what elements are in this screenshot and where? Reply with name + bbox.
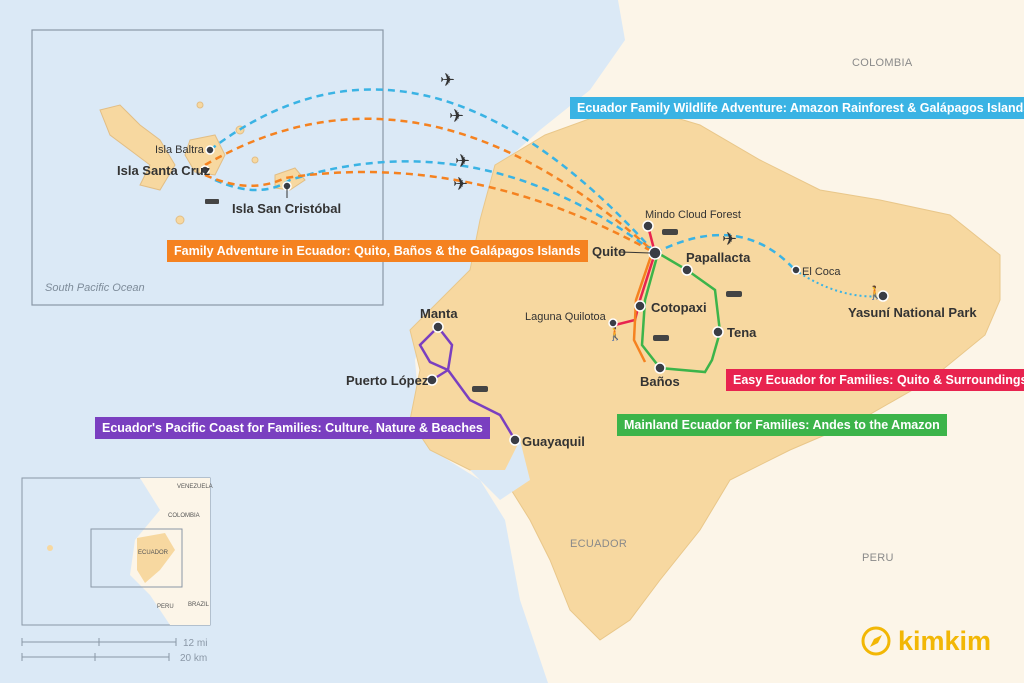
route-banner-easy-ecuador[interactable]: Easy Ecuador for Families: Quito & Surro…: [726, 369, 1024, 391]
car-icon: [653, 335, 669, 341]
scale-bar: 12 mi 20 km: [21, 638, 207, 664]
label-guayaquil: Guayaquil: [522, 434, 585, 449]
route-blue-amazon: [654, 233, 796, 271]
label-laguna-quilotoa: Laguna Quilotoa: [525, 311, 607, 323]
route-orange: [632, 252, 654, 363]
place-markers: [200, 145, 889, 446]
car-icon: [662, 229, 678, 235]
route-banner-mainland[interactable]: Mainland Ecuador for Families: Andes to …: [617, 414, 947, 436]
svg-text:ECUADOR: ECUADOR: [138, 550, 169, 556]
label-banos: Baños: [640, 374, 680, 389]
compass-icon: [861, 626, 891, 656]
label-tena: Tena: [727, 325, 757, 340]
label-isla-santa-cruz: Isla Santa Cruz: [117, 163, 211, 178]
svg-text:VENEZUELA: VENEZUELA: [177, 484, 213, 490]
svg-text:12 mi: 12 mi: [183, 638, 207, 649]
svg-text:PERU: PERU: [157, 604, 174, 610]
route-orange-flight-2: [204, 170, 656, 255]
route-blue-river: [794, 269, 884, 298]
route-banner-family-adventure[interactable]: Family Adventure in Ecuador: Quito, Baño…: [167, 240, 588, 262]
route-red: [614, 225, 657, 327]
route-blue-flight: [209, 88, 656, 254]
boat-icon: [205, 199, 219, 204]
label-el-coca: El Coca: [802, 266, 841, 278]
plane-icon: ✈: [455, 151, 470, 171]
plane-icon: ✈: [453, 174, 468, 194]
label-yasuni: Yasuní National Park: [848, 305, 977, 320]
svg-text:COLOMBIA: COLOMBIA: [168, 513, 200, 519]
route-banner-pacific-coast[interactable]: Ecuador's Pacific Coast for Families: Cu…: [95, 417, 490, 439]
ocean-label: South Pacific Ocean: [45, 282, 145, 294]
route-banner-wildlife[interactable]: Ecuador Family Wildlife Adventure: Amazo…: [570, 97, 1024, 119]
plane-icon: ✈: [449, 106, 464, 126]
svg-text:BRAZIL: BRAZIL: [188, 602, 210, 608]
plane-icon: ✈: [440, 70, 455, 90]
label-quito: Quito: [592, 244, 626, 259]
car-icon: [472, 386, 488, 392]
route-blue-flight-2: [214, 160, 656, 254]
galapagos-inset: [31, 29, 384, 306]
route-orange-flight: [204, 117, 656, 254]
hiker-icon: 🚶: [607, 326, 623, 341]
car-icons: [205, 199, 742, 392]
label-manta: Manta: [420, 306, 458, 321]
route-green: [640, 251, 722, 374]
country-colombia: COLOMBIA: [852, 57, 913, 69]
plane-icons: ✈ ✈ ✈ ✈ ✈: [440, 70, 737, 249]
country-peru: PERU: [862, 552, 894, 564]
label-puerto-lopez: Puerto López: [346, 373, 429, 388]
overview-map: VENEZUELA COLOMBIA ECUADOR PERU BRAZIL: [21, 477, 213, 626]
label-mindo: Mindo Cloud Forest: [645, 209, 741, 221]
country-ecuador: ECUADOR: [570, 538, 627, 550]
car-icon: [726, 291, 742, 297]
kimkim-logo: kimkim: [860, 625, 991, 657]
plane-icon: ✈: [722, 229, 737, 249]
label-isla-baltra: Isla Baltra: [155, 144, 205, 156]
label-cotopaxi: Cotopaxi: [651, 300, 707, 315]
svg-text:20 km: 20 km: [180, 653, 207, 664]
label-papallacta: Papallacta: [686, 250, 751, 265]
label-isla-san-cristobal: Isla San Cristóbal: [232, 201, 341, 216]
